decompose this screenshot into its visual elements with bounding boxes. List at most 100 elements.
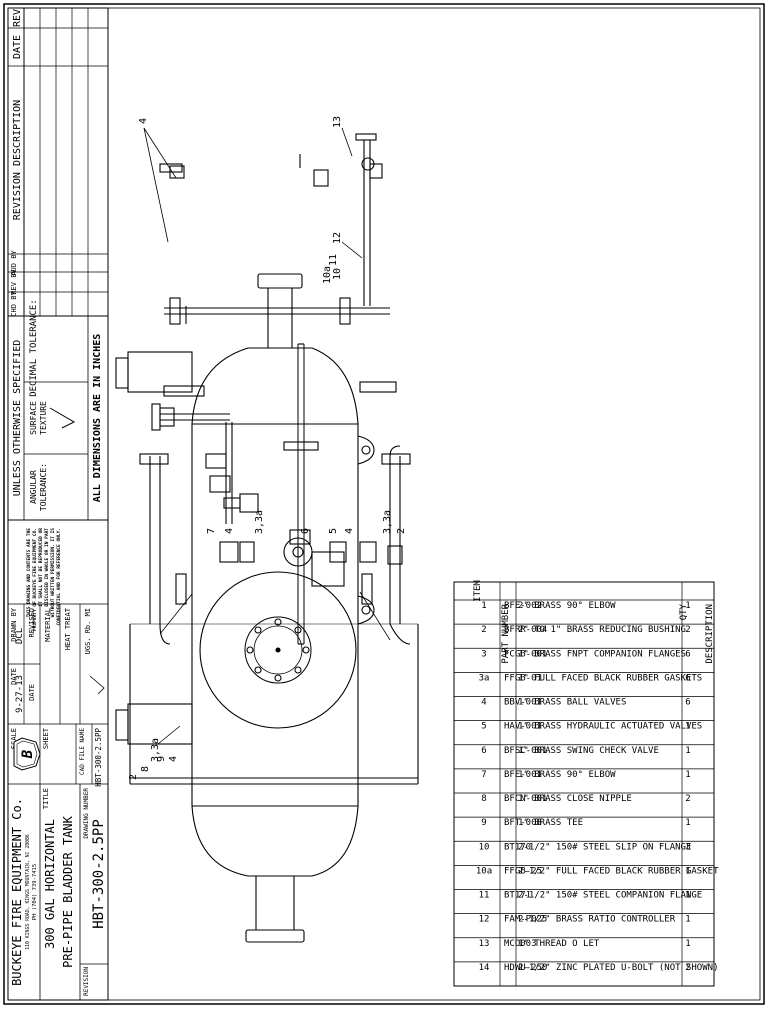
surface-finish-symbol [49, 407, 76, 429]
bom-header-item: ITEM [473, 580, 483, 602]
check-mark [89, 675, 105, 695]
bom-cell-qty: 1 [685, 891, 690, 901]
bom-cell-description: 1" BRASS BALL VALVES [518, 698, 626, 708]
unless-otherwise-text: UNLESS OTHERWISE SPECIFIED [12, 340, 23, 497]
aud-by-header: AUD BY [10, 250, 18, 276]
callout-13: 13 [332, 116, 343, 128]
bom-cell-part-number: BFSC-001 [504, 746, 547, 756]
decimal-tolerance-label: DECIMAL TOLERANCE: [29, 299, 39, 397]
bom-cell-part-number: BFCN-001 [504, 794, 547, 804]
callout-end-right-9: 9 [156, 756, 167, 762]
bom-cell-qty: 1 [685, 818, 690, 828]
bom-cell-qty: 1 [685, 770, 690, 780]
rev-by-header: REV BY [10, 269, 18, 295]
all-dimensions-text: ALL DIMENSIONS ARE IN INCHES [92, 334, 103, 503]
bom-cell-item: 3 [481, 649, 486, 659]
bom-cell-qty: 1 [685, 915, 690, 925]
bom-cell-qty: 6 [685, 673, 690, 683]
bom-header-part-number: PART NUMBER [501, 603, 511, 663]
callout-end-right-3-3a: 3,3a [150, 738, 161, 762]
bom-cell-item: 13 [479, 939, 490, 949]
title-line-2: PRE-PIPE BLADDER TANK [61, 815, 75, 967]
bom-cell-qty: 1 [685, 601, 690, 611]
logo-letter: B [20, 749, 36, 759]
bom-cell-item: 11 [479, 891, 490, 901]
company-address: 110 KINGS ROAD, KINGS MOUNTAIN, NC 28086 [25, 834, 31, 950]
callout-end-7: 7 [206, 528, 217, 534]
rev-col-header: REV [12, 9, 23, 27]
bom-cell-item: 1 [481, 601, 486, 611]
angular-label: ANGULAR [29, 470, 38, 504]
bom-cell-part-number: BFE-002 [504, 601, 542, 611]
bom-cell-item: 10a [476, 866, 492, 876]
callout-end-6: 6 [300, 528, 311, 534]
tank-end-view [129, 445, 419, 785]
surface-label: SURFACE [29, 401, 38, 435]
material-label: MATERIAL [44, 608, 52, 642]
flange-center [289, 529, 311, 545]
callout-11: 11 [328, 254, 339, 266]
date-value: 9-27-13 [15, 675, 25, 713]
title-line-1: 300 GAL HORIZONTAL [43, 819, 57, 949]
bom-cell-description: 2-1/2" FULL FACED BLACK RUBBER GASKET [518, 866, 719, 876]
bom-cell-part-number: BT170 [504, 842, 531, 852]
svg-text:DISCLOSED IN WHOLE OR IN PART: DISCLOSED IN WHOLE OR IN PART [44, 528, 50, 607]
bom-cell-description: 1" THREAD O LET [518, 939, 600, 949]
title-label: TITLE [42, 788, 50, 809]
revised-date-label: DATE [28, 684, 36, 701]
bom-cell-part-number: FAM-P025 [504, 915, 547, 925]
callout-end-5: 5 [328, 528, 339, 534]
heat-treat-label: HEAT TREAT [64, 607, 72, 650]
callout-end-3-3a: 3,3a [382, 510, 393, 534]
drawing-number-label: DRAWING NUMBER [83, 788, 90, 839]
revision-block: REV DATE REVISION DESCRIPTION AUD BY REV… [7, 7, 109, 317]
callout-end-right-8: 8 [140, 766, 151, 772]
manway-flange [244, 616, 312, 684]
revised-label: REVISED [28, 608, 36, 638]
bom-cell-qty: 1 [685, 746, 690, 756]
bom-cell-part-number: MCO003 [504, 939, 537, 949]
valve-assembly [151, 154, 383, 524]
svg-text:WITHOUT WRITTEN PERMISSION. IT: WITHOUT WRITTEN PERMISSION. IT IS [50, 528, 56, 618]
revision-description-header: REVISION DESCRIPTION [12, 100, 23, 220]
weight-label: UGS. Rb. MI [84, 608, 92, 654]
bom-cell-item: 14 [479, 963, 490, 973]
bom-cell-item: 5 [481, 722, 486, 732]
bom-cell-item: 4 [481, 698, 486, 708]
cad-file-value: HBT-300-2.5PP [94, 728, 103, 787]
bom-cell-item: 10 [479, 842, 490, 852]
bom-cell-qty: 2 [685, 625, 690, 635]
bottom-nozzle [245, 929, 305, 943]
bom-cell-part-number: FFGB-25 [504, 866, 542, 876]
flange-right [359, 381, 397, 393]
bom-cell-qty: 1 [685, 939, 690, 949]
callout-end-right-2: 2 [128, 774, 139, 780]
bom-cell-part-number: BFRR-004 [504, 625, 547, 635]
svg-text:PROPERTY OF BUCKEYE FIRE EQUIP: PROPERTY OF BUCKEYE FIRE EQUIPMENT CO. [32, 528, 38, 631]
bom-cell-description: 2-1/2" BRASS RATIO CONTROLLER [518, 915, 676, 925]
bom-cell-description: 2-1/2" 150# STEEL COMPANION FLANGE [518, 891, 702, 901]
bom-cell-qty: 2 [685, 963, 690, 973]
bom-cell-description: 2" TO 1" BRASS REDUCING BUSHING [518, 625, 686, 635]
bom-cell-description: 1" BRASS TEE [518, 818, 583, 828]
chd-by-header: CHD BY [10, 291, 18, 317]
drawn-by-label: DRAWN BY [10, 607, 18, 642]
bom-cell-description: 2" BRASS 90° ELBOW [518, 601, 616, 611]
callout-end-4: 4 [344, 528, 355, 534]
bom-cell-description: 1" FULL FACED BLACK RUBBER GASKETS [518, 673, 702, 683]
bom-cell-part-number: FCGB-001 [504, 649, 547, 659]
bom-cell-description: 2-1/2" 150# STEEL SLIP ON FLANGE [518, 842, 691, 852]
bom-cell-qty: 3 [685, 842, 690, 852]
svg-text:CONFIDENTIAL AND FOR REFERENCE: CONFIDENTIAL AND FOR REFERENCE ONLY. [56, 528, 62, 626]
sheet-label: SHEET [42, 727, 50, 749]
date-col-header: DATE [12, 35, 23, 59]
svg-text:THIS DRAWING AND CONTENTS ARE: THIS DRAWING AND CONTENTS ARE THE [26, 528, 32, 618]
svg-text:IT SHALL NOT BE REPRODUCED OR: IT SHALL NOT BE REPRODUCED OR [38, 528, 44, 607]
bom-cell-qty: 1 [685, 722, 690, 732]
bom-cell-description: 1" BRASS FNPT COMPANION FLANGES [518, 649, 686, 659]
flange-left [163, 385, 205, 397]
bom-cell-part-number: BFT-008 [504, 818, 542, 828]
